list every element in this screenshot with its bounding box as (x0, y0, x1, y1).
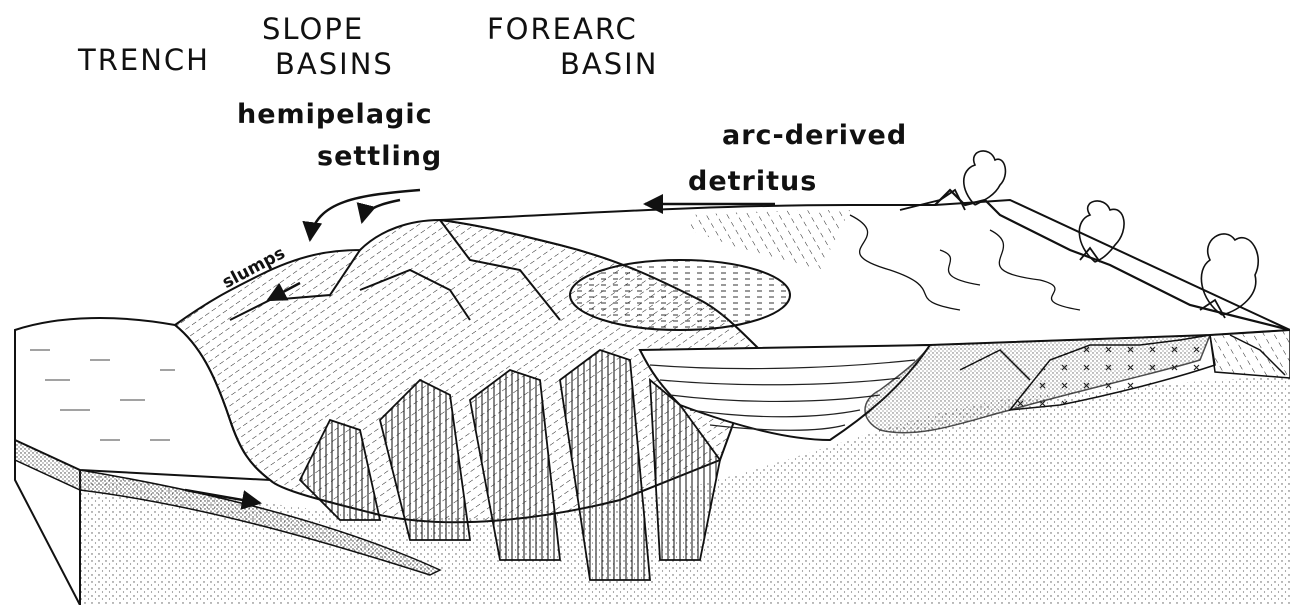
slope-basins-label-line2: BASINS (275, 50, 394, 79)
forearc-basin-label-line1: FOREARC (487, 15, 638, 44)
trench-label: TRENCH (78, 46, 210, 75)
arc-derived-label-line1: arc-derived (722, 122, 907, 149)
hemipelagic-label-line2: settling (317, 143, 442, 170)
settling-arrow-2 (362, 200, 400, 222)
basin-ellipse (570, 260, 790, 330)
slope-basins-label-line1: SLOPE (262, 15, 364, 44)
hemipelagic-label-line1: hemipelagic (237, 101, 433, 128)
arc-derived-label-line2: detritus (688, 168, 817, 195)
forearc-basin-label-line2: BASIN (560, 50, 658, 79)
block-right-face (1210, 330, 1290, 378)
